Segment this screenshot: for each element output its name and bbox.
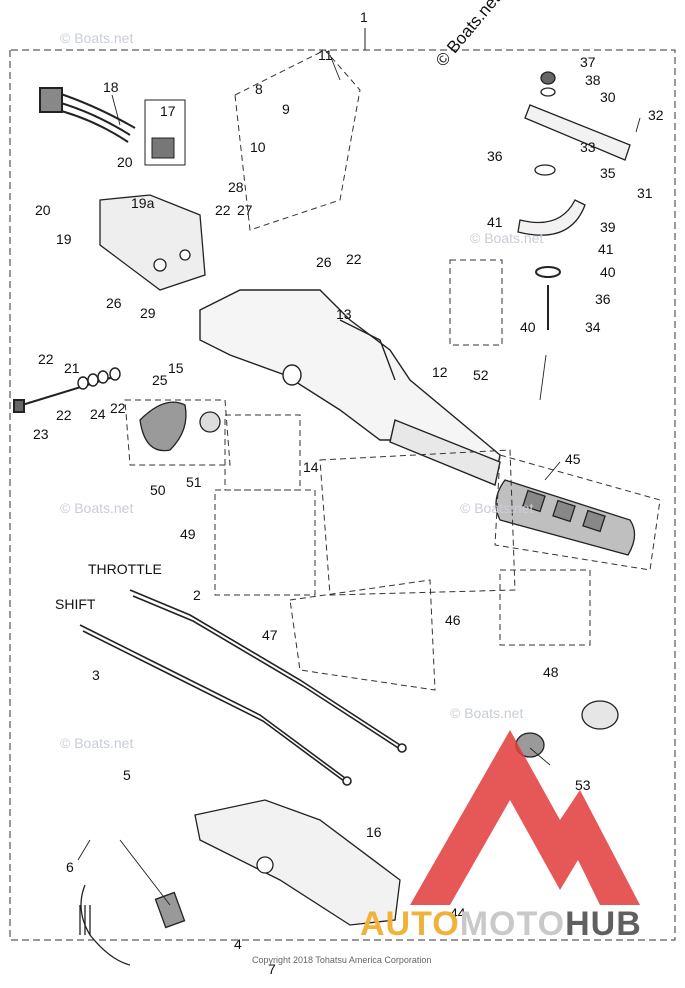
- callout-16: 16: [366, 824, 382, 840]
- callout-22e: 22: [110, 400, 126, 416]
- tiller-handle: [199, 289, 501, 486]
- callout-20a: 20: [117, 154, 133, 170]
- callout-26b: 26: [106, 295, 122, 311]
- shift-cable-3: [79, 624, 352, 786]
- washers-24: [77, 367, 121, 390]
- callout-9: 9: [282, 101, 290, 117]
- callout-6: 6: [66, 859, 74, 875]
- callout-50: 50: [150, 482, 166, 498]
- watermark: © Boats.net: [460, 500, 534, 516]
- copyright: Copyright 2018 Tohatsu America Corporati…: [252, 955, 432, 965]
- callout-22d: 22: [56, 407, 72, 423]
- callout-22c: 22: [38, 351, 54, 367]
- callout-10: 10: [250, 139, 266, 155]
- callout-14: 14: [303, 459, 319, 475]
- callout-27: 27: [237, 202, 253, 218]
- watermark: © Boats.net: [450, 705, 524, 721]
- callout-38: 38: [585, 72, 601, 88]
- watermark: © Boats.net: [470, 230, 544, 246]
- callout-41a: 41: [487, 214, 503, 230]
- callout-24: 24: [90, 406, 106, 422]
- callout-5: 5: [123, 767, 131, 783]
- callout-40a: 40: [600, 264, 616, 280]
- subassembly-boxes: [124, 49, 661, 691]
- harness-18: [39, 87, 136, 143]
- watermark: © Boats.net: [60, 735, 134, 751]
- callout-34: 34: [585, 319, 601, 335]
- callout-22a: 22: [215, 202, 231, 218]
- callout-51: 51: [186, 474, 202, 490]
- coil-17: [144, 99, 186, 166]
- switch-7: [154, 891, 186, 929]
- callout-40b: 40: [520, 319, 536, 335]
- callout-33: 33: [580, 139, 596, 155]
- callout-23: 23: [33, 426, 49, 442]
- callout-17: 17: [160, 103, 176, 119]
- callout-13: 13: [336, 306, 352, 322]
- callout-7: 7: [268, 961, 276, 977]
- watermark: © Boats.net: [60, 500, 134, 516]
- callout-22b: 22: [346, 251, 362, 267]
- arm-39: [517, 164, 586, 236]
- callout-36a: 36: [487, 148, 503, 164]
- callout-31: 31: [637, 185, 653, 201]
- bolt-34: [535, 266, 561, 330]
- callout-35: 35: [600, 165, 616, 181]
- callout-53: 53: [575, 777, 591, 793]
- throttle-grip: [495, 479, 636, 556]
- callout-39: 39: [600, 219, 616, 235]
- callout-47: 47: [262, 627, 278, 643]
- callout-36b: 36: [595, 291, 611, 307]
- watermark: © Boats.net: [60, 30, 134, 46]
- callout-41b: 41: [598, 241, 614, 257]
- callout-21: 21: [64, 360, 80, 376]
- callout-48: 48: [543, 664, 559, 680]
- callout-30: 30: [600, 89, 616, 105]
- callout-44: 44: [450, 905, 466, 921]
- shift-label: SHIFT: [55, 596, 96, 612]
- callout-18: 18: [103, 79, 119, 95]
- logo-text: AUTOMOTOHUB: [360, 905, 642, 943]
- callout-4: 4: [234, 936, 242, 952]
- callout-45: 45: [565, 451, 581, 467]
- callout-52: 52: [473, 367, 489, 383]
- assembly-1-boundary: [9, 49, 676, 941]
- leader-lines: [77, 54, 641, 906]
- lanyard-6: [79, 884, 131, 966]
- callout-8: 8: [255, 81, 263, 97]
- throttle-cable-2: [129, 589, 407, 753]
- callout-20b: 20: [35, 202, 51, 218]
- logo-mark: [410, 730, 640, 905]
- callout-28: 28: [228, 179, 244, 195]
- throttle-label: THROTTLE: [88, 561, 162, 577]
- callout-19: 19: [56, 231, 72, 247]
- bracket-19: [99, 194, 206, 291]
- plate-30: [524, 71, 631, 161]
- friction-knob-50: [139, 401, 221, 452]
- callout-37: 37: [580, 54, 596, 70]
- callout-29: 29: [140, 305, 156, 321]
- callout-26a: 26: [316, 254, 332, 270]
- callout-3: 3: [92, 667, 100, 683]
- callout-49: 49: [180, 526, 196, 542]
- callout-46: 46: [445, 612, 461, 628]
- bracket-16: [194, 799, 401, 926]
- callout-1: 1: [360, 9, 368, 25]
- callout-32: 32: [648, 107, 664, 123]
- callout-12: 12: [432, 364, 448, 380]
- callout-15: 15: [168, 360, 184, 376]
- callout-19a: 19a: [131, 195, 155, 211]
- callout-11: 11: [318, 47, 333, 63]
- callout-25: 25: [152, 372, 168, 388]
- callout-2: 2: [193, 587, 201, 603]
